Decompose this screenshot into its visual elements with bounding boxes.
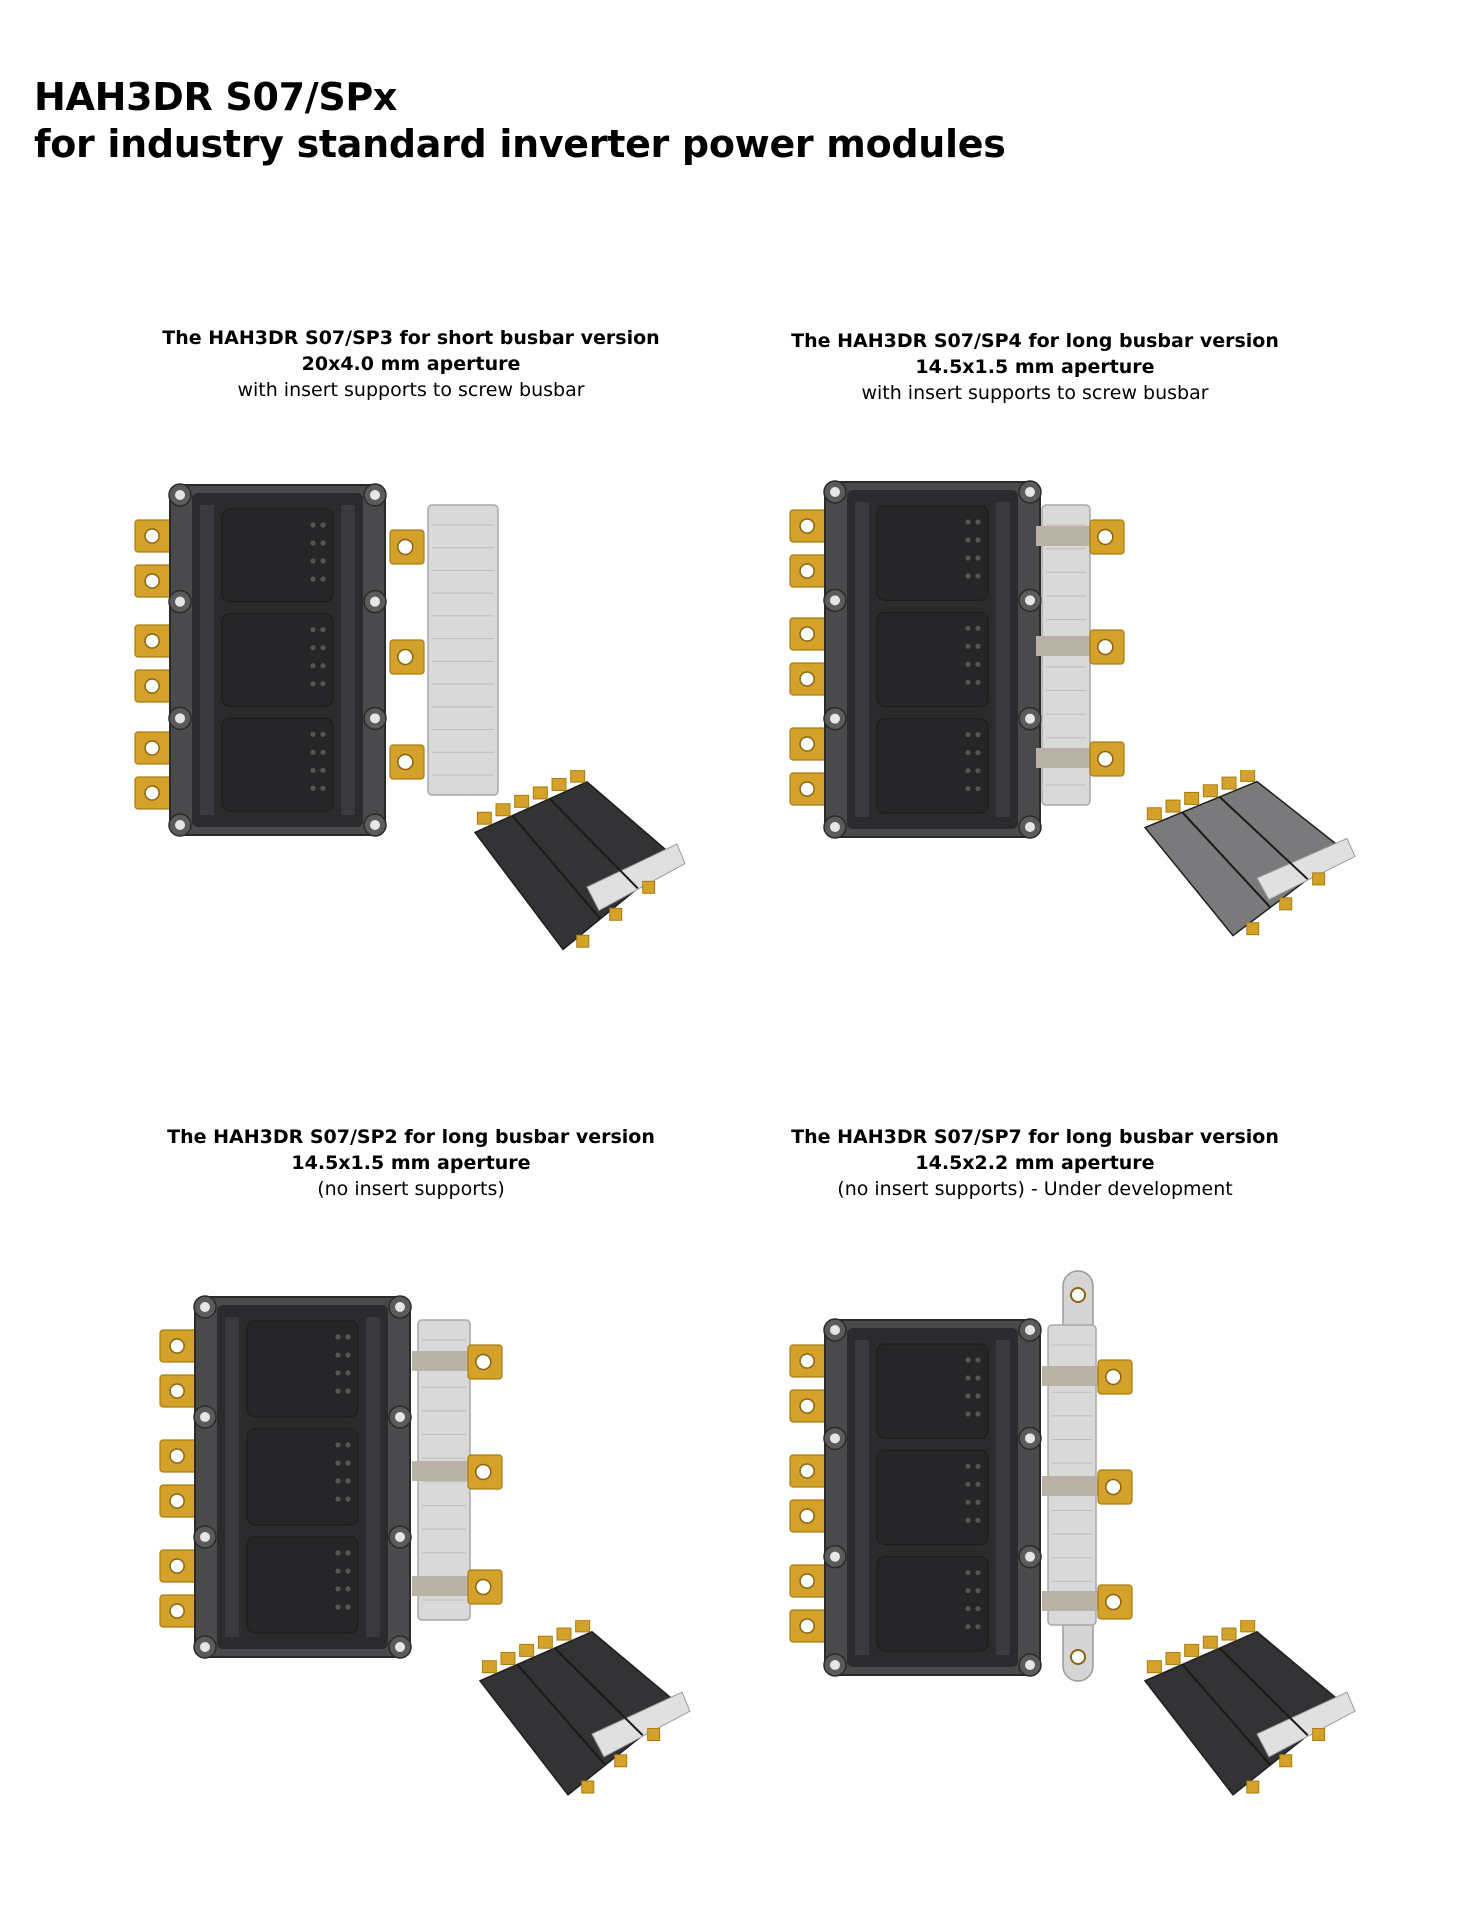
terminal-tab	[789, 662, 829, 696]
power-module-body	[823, 1318, 1042, 1677]
terminal-tab	[134, 731, 174, 765]
caption-sp7: The HAH3DR S07/SP7 for long busbar versi…	[755, 1124, 1315, 1202]
current-sensor-housing	[412, 1319, 503, 1621]
module-iso-view-sp4	[1143, 770, 1356, 937]
terminal-tab	[1089, 519, 1125, 555]
caption-sp2-line1: The HAH3DR S07/SP2 for long busbar versi…	[167, 1126, 655, 1148]
iso-module	[1143, 1620, 1356, 1796]
module-iso-view-sp3	[473, 770, 686, 951]
terminal-tab	[1089, 741, 1125, 777]
caption-sp2-line3: (no insert supports)	[317, 1178, 505, 1200]
current-sensor-housing	[1042, 1324, 1133, 1626]
page-title: HAH3DR S07/SPx for industry standard inv…	[34, 74, 1006, 168]
iso-module	[1143, 770, 1356, 937]
terminal-tab	[1097, 1584, 1133, 1620]
terminal-tab	[789, 1564, 829, 1598]
caption-sp3-line2: 20x4.0 mm aperture	[301, 353, 521, 375]
module-iso-view-sp2	[478, 1620, 691, 1796]
caption-sp7-line2: 14.5x2.2 mm aperture	[915, 1152, 1155, 1174]
module-top-view-sp2	[159, 1295, 503, 1659]
terminal-tab	[789, 1344, 829, 1378]
iso-module	[478, 1620, 691, 1796]
terminal-tab	[789, 617, 829, 651]
current-sensor-housing	[389, 504, 499, 796]
caption-sp4: The HAH3DR S07/SP4 for long busbar versi…	[755, 328, 1315, 406]
power-module-body	[168, 483, 387, 837]
module-top-view-sp7	[789, 1270, 1133, 1682]
terminal-tab	[789, 1389, 829, 1423]
terminal-tab	[467, 1344, 503, 1380]
caption-sp4-line3: with insert supports to screw busbar	[861, 382, 1209, 404]
caption-sp2: The HAH3DR S07/SP2 for long busbar versi…	[131, 1124, 691, 1202]
terminal-tab	[789, 1454, 829, 1488]
caption-sp7-line3: (no insert supports) - Under development	[837, 1178, 1233, 1200]
terminal-tab	[467, 1454, 503, 1490]
terminal-tab	[134, 564, 174, 598]
power-module-body	[823, 480, 1042, 839]
terminal-tab	[467, 1569, 503, 1605]
caption-sp4-line2: 14.5x1.5 mm aperture	[915, 356, 1155, 378]
terminal-tab	[159, 1439, 199, 1473]
terminal-tab	[389, 744, 425, 780]
terminal-tab	[789, 1609, 829, 1643]
power-module-body	[193, 1295, 412, 1659]
page-title-line2: for industry standard inverter power mod…	[34, 122, 1006, 166]
page-title-line1: HAH3DR S07/SPx	[34, 75, 398, 119]
terminal-tab	[159, 1374, 199, 1408]
caption-sp3-line3: with insert supports to screw busbar	[237, 379, 585, 401]
terminal-tab	[1089, 629, 1125, 665]
module-iso-view-sp7	[1143, 1620, 1356, 1796]
terminal-tab	[389, 529, 425, 565]
terminal-tab	[159, 1594, 199, 1628]
module-top-view-sp3	[134, 483, 499, 837]
terminal-tab	[389, 639, 425, 675]
terminal-tab	[1097, 1359, 1133, 1395]
iso-module	[473, 770, 686, 951]
caption-sp3: The HAH3DR S07/SP3 for short busbar vers…	[131, 325, 691, 403]
caption-sp2-line2: 14.5x1.5 mm aperture	[291, 1152, 531, 1174]
terminal-tab	[789, 772, 829, 806]
terminal-tab	[1097, 1469, 1133, 1505]
caption-sp3-line1: The HAH3DR S07/SP3 for short busbar vers…	[162, 327, 660, 349]
terminal-tab	[789, 554, 829, 588]
terminal-tab	[159, 1484, 199, 1518]
caption-sp4-line1: The HAH3DR S07/SP4 for long busbar versi…	[791, 330, 1279, 352]
terminal-tab	[789, 727, 829, 761]
terminal-tab	[159, 1329, 199, 1363]
current-sensor-housing	[1036, 504, 1125, 806]
terminal-tab	[134, 519, 174, 553]
terminal-tab	[159, 1549, 199, 1583]
module-top-view-sp4	[789, 480, 1125, 839]
terminal-tab	[789, 1499, 829, 1533]
caption-sp7-line1: The HAH3DR S07/SP7 for long busbar versi…	[791, 1126, 1279, 1148]
terminal-tab	[789, 509, 829, 543]
terminal-tab	[134, 624, 174, 658]
terminal-tab	[134, 669, 174, 703]
terminal-tab	[134, 776, 174, 810]
